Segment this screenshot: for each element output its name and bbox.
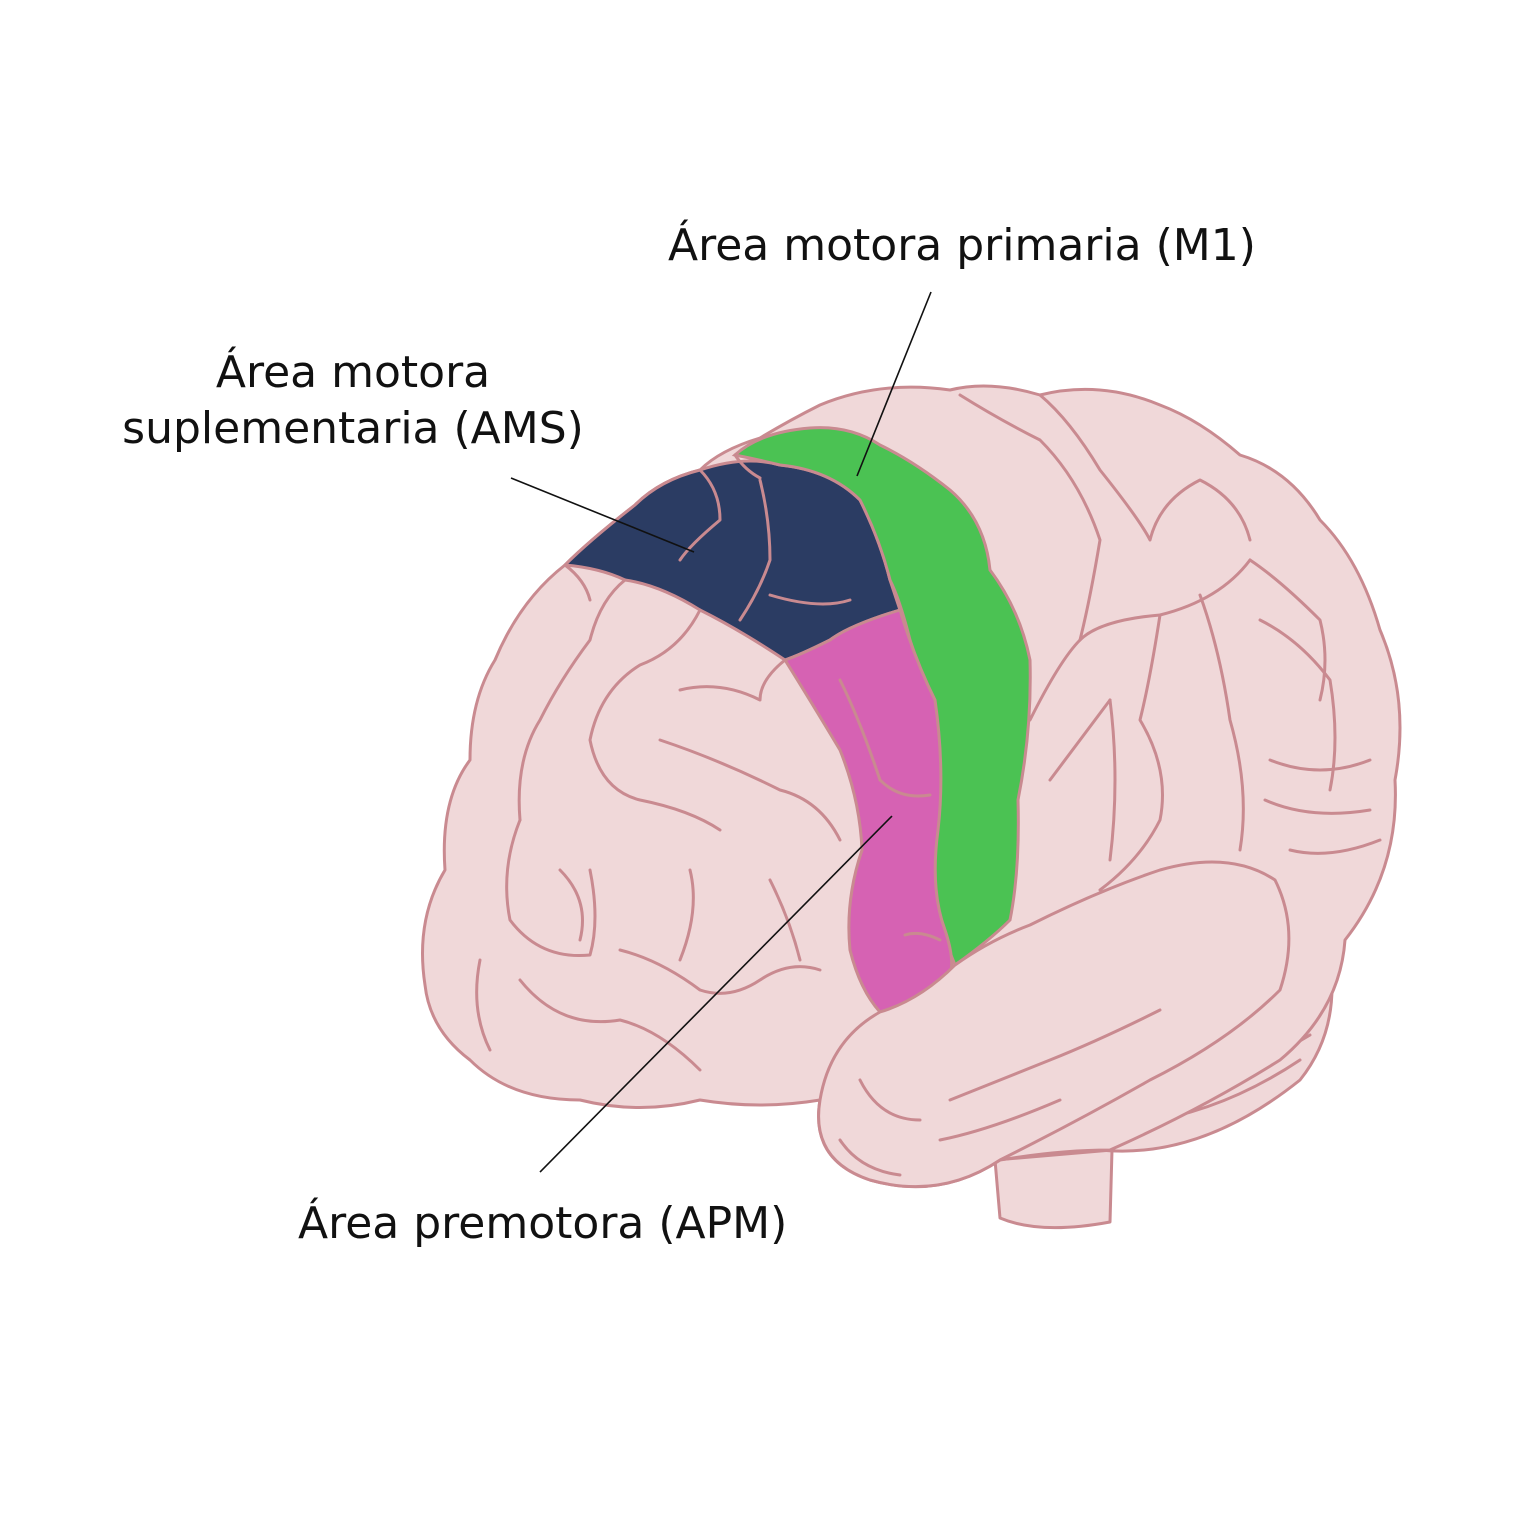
- label-premotor-area: Área premotora (APM): [298, 1198, 788, 1249]
- leader-line-apm: [539, 815, 893, 1173]
- temporal-lobe: [817, 860, 1291, 1189]
- label-primary-motor-area: Área motora primaria (M1): [668, 220, 1256, 271]
- label-supplementary-motor-area: Área motora suplementaria (AMS): [118, 345, 588, 457]
- region-apm: [782, 608, 954, 1014]
- label-ams-line2: suplementaria (AMS): [122, 403, 584, 454]
- brainstem: [993, 1148, 1114, 1230]
- leader-line-ams: [510, 477, 695, 553]
- region-m1: [731, 426, 1032, 968]
- sulci-lines: [475, 393, 1382, 1177]
- label-ams-line1: Área motora: [215, 347, 491, 398]
- leader-line-m1: [856, 291, 932, 477]
